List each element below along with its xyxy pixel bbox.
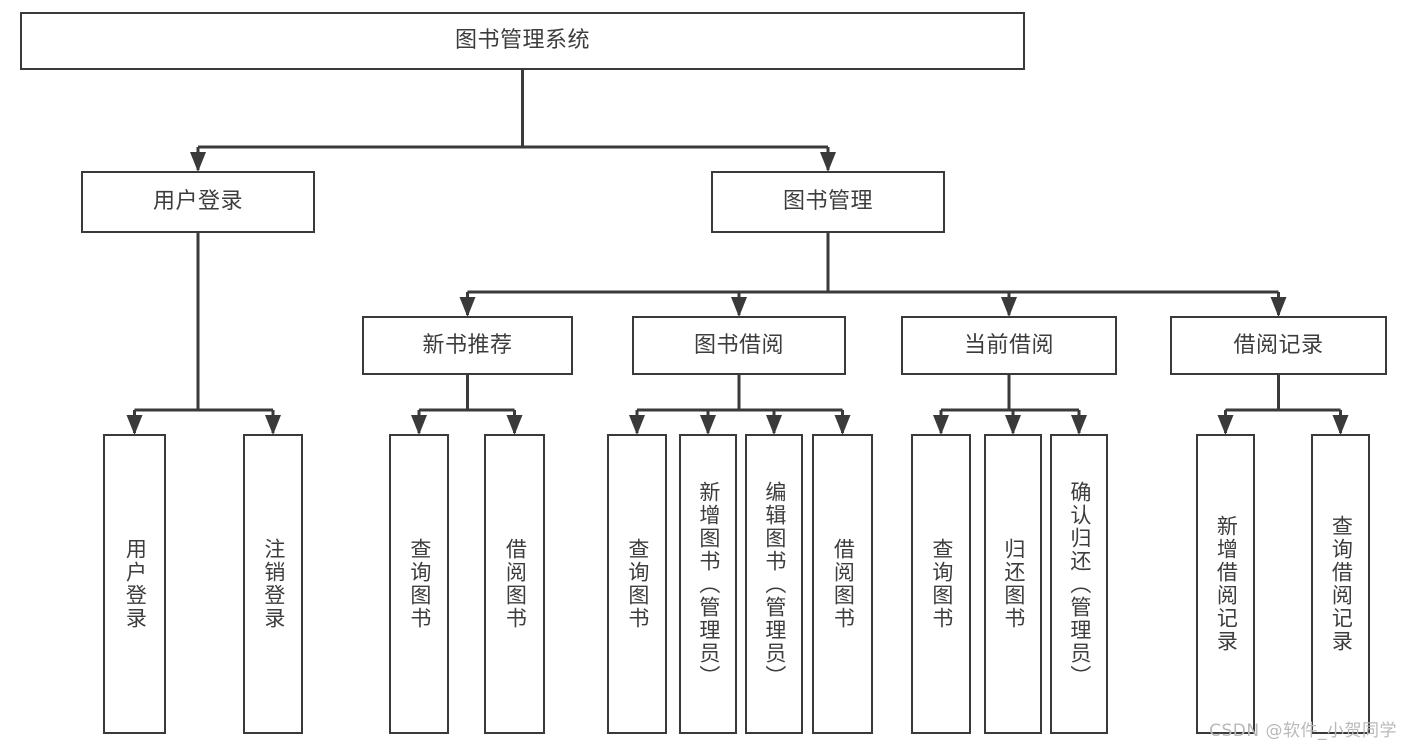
node-leaf-edit-book[interactable]: 编辑图书（管理员） [745,434,803,734]
watermark-text: CSDN @软件_小贺同学 [1209,721,1397,741]
node-leaf-return-book[interactable]: 归还图书 [984,434,1042,734]
node-user-login[interactable]: 用户登录 [81,171,315,233]
node-label: 注销登录 [261,538,286,630]
node-leaf-query-borrow-record[interactable]: 查询借阅记录 [1311,434,1370,734]
node-label: 借阅图书 [503,538,528,630]
node-leaf-borrow-book-1[interactable]: 借阅图书 [484,434,545,734]
node-label: 查询图书 [929,538,954,630]
node-leaf-borrow-book-2[interactable]: 借阅图书 [812,434,873,734]
node-new-book-recommend[interactable]: 新书推荐 [362,316,573,375]
node-label: 借阅图书 [831,538,856,630]
node-leaf-add-borrow-record[interactable]: 新增借阅记录 [1196,434,1255,734]
node-leaf-query-book-1[interactable]: 查询图书 [389,434,449,734]
node-borrow-record[interactable]: 借阅记录 [1170,316,1387,375]
node-label: 借阅记录 [1233,332,1324,358]
node-label: 当前借阅 [963,332,1054,358]
node-book-manage[interactable]: 图书管理 [711,171,945,233]
node-label: 查询图书 [407,538,432,630]
node-label: 确认归还（管理员） [1067,480,1092,688]
node-leaf-query-book-3[interactable]: 查询图书 [911,434,971,734]
node-label: 用户登录 [152,189,243,215]
node-label: 用户登录 [123,538,148,630]
node-leaf-confirm-return[interactable]: 确认归还（管理员） [1050,434,1108,734]
node-leaf-logout-login[interactable]: 注销登录 [243,434,303,734]
node-label: 查询借阅记录 [1329,515,1354,653]
node-root[interactable]: 图书管理系统 [20,12,1025,70]
node-label: 图书管理系统 [454,28,590,54]
node-leaf-add-book[interactable]: 新增图书（管理员） [679,434,737,734]
node-label: 查询图书 [625,538,650,630]
node-label: 图书借阅 [693,332,784,358]
node-label: 新书推荐 [422,332,513,358]
node-label: 图书管理 [782,189,873,215]
node-leaf-user-login[interactable]: 用户登录 [103,434,166,734]
node-leaf-query-book-2[interactable]: 查询图书 [607,434,667,734]
node-label: 新增图书（管理员） [696,480,721,688]
node-label: 归还图书 [1001,538,1026,630]
node-label: 编辑图书（管理员） [762,480,787,688]
node-book-borrow[interactable]: 图书借阅 [632,316,846,375]
node-label: 新增借阅记录 [1214,515,1239,653]
node-current-borrow[interactable]: 当前借阅 [901,316,1117,375]
